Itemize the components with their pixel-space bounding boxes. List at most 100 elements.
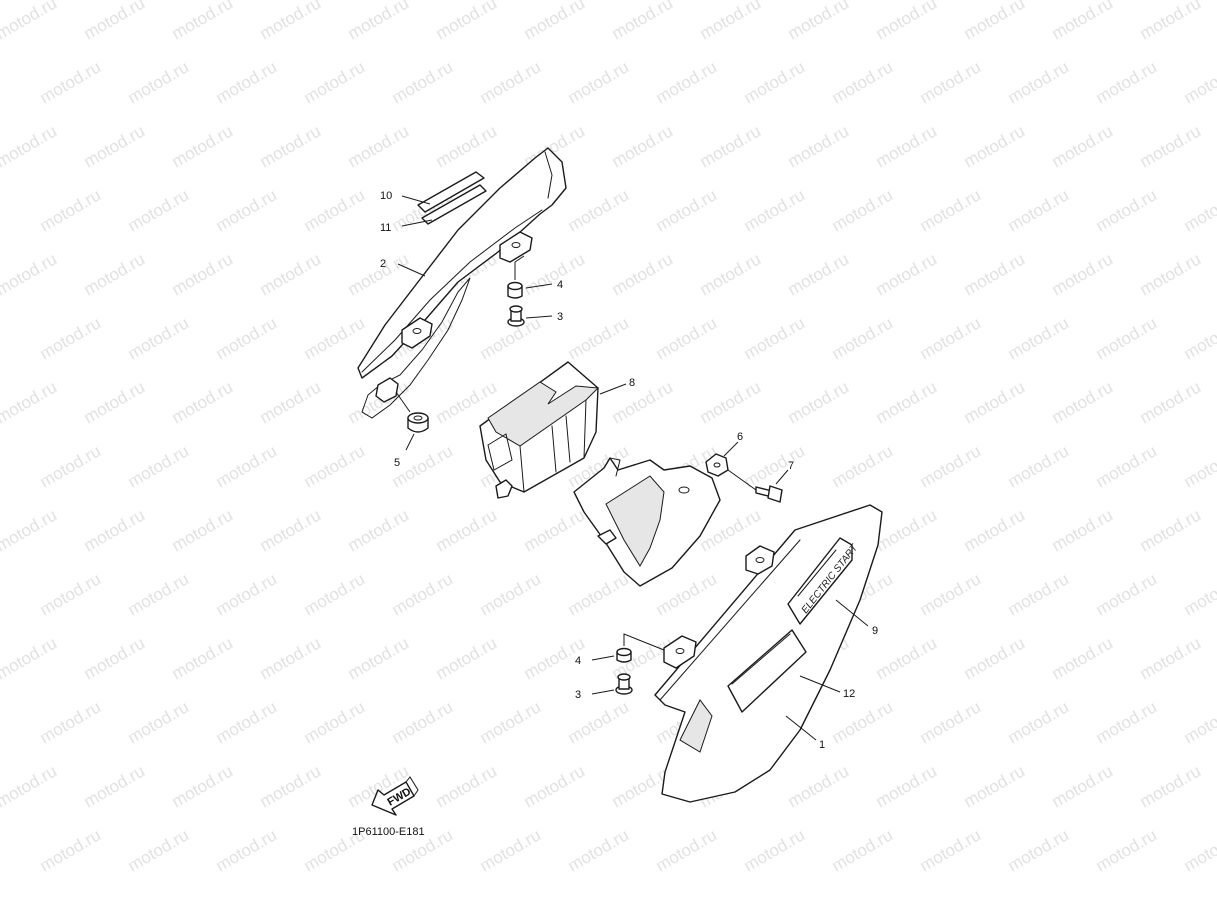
watermark-text: motod.ru xyxy=(257,633,325,683)
watermark-text: motod.ru xyxy=(609,249,677,299)
watermark-text: motod.ru xyxy=(741,57,809,107)
watermark-text: motod.ru xyxy=(1137,633,1205,683)
watermark-text: motod.ru xyxy=(125,441,193,491)
part-11-decal-strip[interactable] xyxy=(421,184,487,225)
watermark-text: motod.ru xyxy=(1049,633,1117,683)
watermark-text: motod.ru xyxy=(125,313,193,363)
watermark-text: motod.ru xyxy=(169,505,237,555)
watermark-text: motod.ru xyxy=(521,761,589,811)
callout-4-lower: 4 xyxy=(575,655,581,667)
watermark-text: motod.ru xyxy=(433,505,501,555)
watermark-text: motod.ru xyxy=(521,0,589,43)
watermark-text: motod.ru xyxy=(81,0,149,43)
watermark-text: motod.ru xyxy=(1093,697,1161,747)
watermark-text: motod.ru xyxy=(1093,825,1161,875)
callout-11: 11 xyxy=(380,222,391,234)
watermark-text: motod.ru xyxy=(37,825,105,875)
watermark-text: motod.ru xyxy=(917,313,985,363)
callout-3-upper: 3 xyxy=(557,311,563,323)
watermark-text: motod.ru xyxy=(345,0,413,43)
watermark-text: motod.ru xyxy=(213,313,281,363)
watermark-text: motod.ru xyxy=(81,505,149,555)
watermark-text: motod.ru xyxy=(0,0,60,43)
watermark-text: motod.ru xyxy=(785,121,853,171)
callout-7: 7 xyxy=(788,460,794,472)
watermark-text: motod.ru xyxy=(609,0,677,43)
watermark-text: motod.ru xyxy=(389,569,457,619)
watermark-text: motod.ru xyxy=(125,57,193,107)
watermark-layer: motod.ru motod.ru motod.ru motod.ru motod.ru… xyxy=(0,0,1217,875)
watermark-text: motod.ru xyxy=(1181,441,1217,491)
watermark-text: motod.ru xyxy=(125,825,193,875)
watermark-text: motod.ru xyxy=(213,825,281,875)
watermark-text: motod.ru xyxy=(785,0,853,43)
watermark-text: motod.ru xyxy=(1137,505,1205,555)
watermark-text: motod.ru xyxy=(345,121,413,171)
part-10-decal-strip[interactable] xyxy=(417,171,485,213)
watermark-text: motod.ru xyxy=(1137,0,1205,43)
watermark-text: motod.ru xyxy=(433,121,501,171)
watermark-text: motod.ru xyxy=(653,825,721,875)
watermark-text: motod.ru xyxy=(961,249,1029,299)
watermark-text: motod.ru xyxy=(0,121,60,171)
part-8-battery-box[interactable] xyxy=(479,361,600,499)
watermark-text: motod.ru xyxy=(1137,249,1205,299)
watermark-text: motod.ru xyxy=(565,57,633,107)
watermark-text: motod.ru xyxy=(917,185,985,235)
watermark-text: motod.ru xyxy=(917,569,985,619)
watermark-text: motod.ru xyxy=(345,633,413,683)
watermark-text: motod.ru xyxy=(1005,313,1073,363)
watermark-text: motod.ru xyxy=(521,505,589,555)
watermark-text: motod.ru xyxy=(961,121,1029,171)
part-7-bolt[interactable] xyxy=(755,485,783,503)
part-4-collar-lower[interactable] xyxy=(616,647,632,663)
watermark-text: motod.ru xyxy=(521,249,589,299)
watermark-text: motod.ru xyxy=(345,505,413,555)
centre-side-cover[interactable] xyxy=(573,457,721,587)
watermark-text: motod.ru xyxy=(125,569,193,619)
watermark-text: motod.ru xyxy=(37,313,105,363)
callout-10: 10 xyxy=(380,190,392,202)
part-12-label-plate[interactable] xyxy=(727,629,807,713)
watermark-text: motod.ru xyxy=(1005,697,1073,747)
watermark-text: motod.ru xyxy=(741,825,809,875)
watermark-text: motod.ru xyxy=(37,697,105,747)
watermark-text: motod.ru xyxy=(1093,185,1161,235)
watermark-text: motod.ru xyxy=(0,249,60,299)
part-2-side-cover-upper[interactable] xyxy=(357,147,567,419)
watermark-text: motod.ru xyxy=(125,697,193,747)
watermark-text: motod.ru xyxy=(477,569,545,619)
watermark-text: motod.ru xyxy=(653,569,721,619)
part-3-screw-lower[interactable] xyxy=(615,673,633,695)
watermark-text: motod.ru xyxy=(213,441,281,491)
watermark-text: motod.ru xyxy=(169,633,237,683)
part-3-screw-upper[interactable] xyxy=(507,305,525,327)
watermark-text: motod.ru xyxy=(873,249,941,299)
watermark-text: motod.ru xyxy=(213,57,281,107)
watermark-text: motod.ru xyxy=(257,0,325,43)
part-4-collar-upper[interactable] xyxy=(507,281,523,299)
watermark-text: motod.ru xyxy=(37,185,105,235)
watermark-text: motod.ru xyxy=(785,377,853,427)
watermark-text: motod.ru xyxy=(1093,569,1161,619)
callout-8: 8 xyxy=(629,377,635,389)
watermark-text: motod.ru xyxy=(653,57,721,107)
watermark-text: motod.ru xyxy=(213,569,281,619)
watermark-text: motod.ru xyxy=(917,697,985,747)
watermark-text: motod.ru xyxy=(301,697,369,747)
watermark-text: motod.ru xyxy=(301,569,369,619)
watermark-text: motod.ru xyxy=(741,185,809,235)
watermark-text: motod.ru xyxy=(565,697,633,747)
watermark-text: motod.ru xyxy=(917,441,985,491)
watermark-text: motod.ru xyxy=(213,697,281,747)
callout-5: 5 xyxy=(394,457,400,469)
watermark-text: motod.ru xyxy=(433,0,501,43)
watermark-text: motod.ru xyxy=(301,185,369,235)
watermark-text: motod.ru xyxy=(37,441,105,491)
watermark-text: motod.ru xyxy=(1005,185,1073,235)
part-5-grommet[interactable] xyxy=(407,412,429,433)
watermark-text: motod.ru xyxy=(257,505,325,555)
watermark-text: motod.ru xyxy=(477,697,545,747)
